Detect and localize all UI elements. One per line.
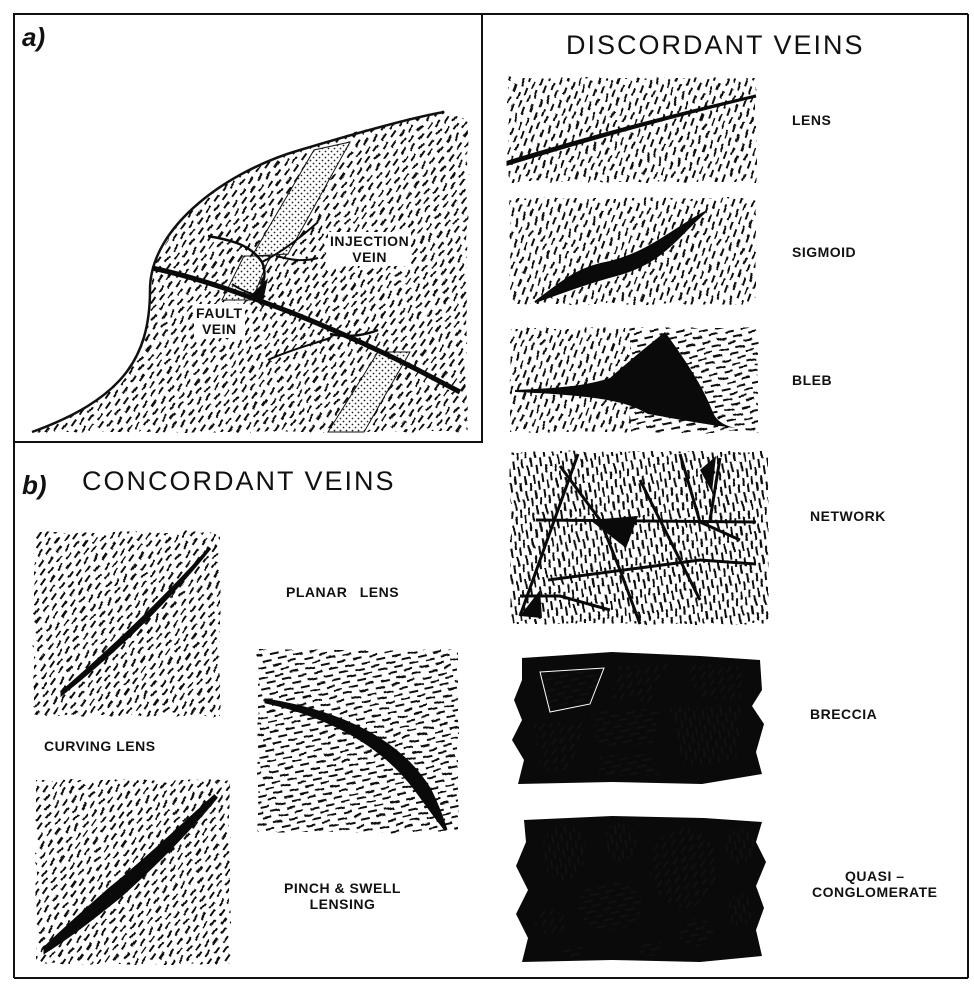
discordant-label-breccia: BRECCIA [810,706,877,722]
cobble-4 [726,828,754,864]
discordant-label-network: NETWORK [810,508,886,524]
planar-lens-diagram [34,532,220,716]
concordant-heading: CONCORDANT VEINS [82,466,396,497]
cobble-7 [678,918,714,946]
fault-vein-label: FAULT VEIN [194,304,245,338]
discordant-label-bleb: BLEB [792,372,832,388]
pinch-swell-label: PINCH & SWELL LENSING [284,880,401,912]
pinch-swell-diagram [36,780,230,964]
cobble-1 [542,824,586,880]
bleb-diagram [510,328,758,432]
discordant-label-quasi-conglomerate: QUASI – CONGLOMERATE [812,868,938,900]
cobble-9 [558,945,586,959]
breccia-clast-4 [590,708,660,746]
cobble-5 [578,882,642,930]
sigmoid-rock [510,198,756,304]
curving-lens-diagram [258,650,458,832]
planar-lens-label: PLANAR LENS [286,584,399,600]
sigmoid-diagram [510,198,756,304]
conglomerate-diagram [516,816,766,962]
cobble-6 [534,910,566,934]
discordant-heading: DISCORDANT VEINS [566,30,865,61]
panel-a-letter: a) [22,22,45,53]
network-diagram [510,452,768,624]
cobble-3 [650,828,718,908]
cobble-2 [604,822,636,862]
lens-rock [508,78,756,182]
cobble-10 [636,940,664,956]
discordant-label-lens: LENS [792,112,831,128]
breccia-diagram [512,652,764,784]
panel-a-outcrop [32,112,468,432]
discordant-label-sigmoid: SIGMOID [792,244,856,260]
planar-lens-rock [34,532,220,716]
injection-vein-label: INJECTION VEIN [328,232,411,266]
panel-b-letter: b) [22,470,47,501]
curving-lens-label: CURVING LENS [44,738,156,754]
breccia-clast-7 [598,752,660,776]
lens-diagram [508,78,756,182]
cobble-8 [728,894,752,926]
